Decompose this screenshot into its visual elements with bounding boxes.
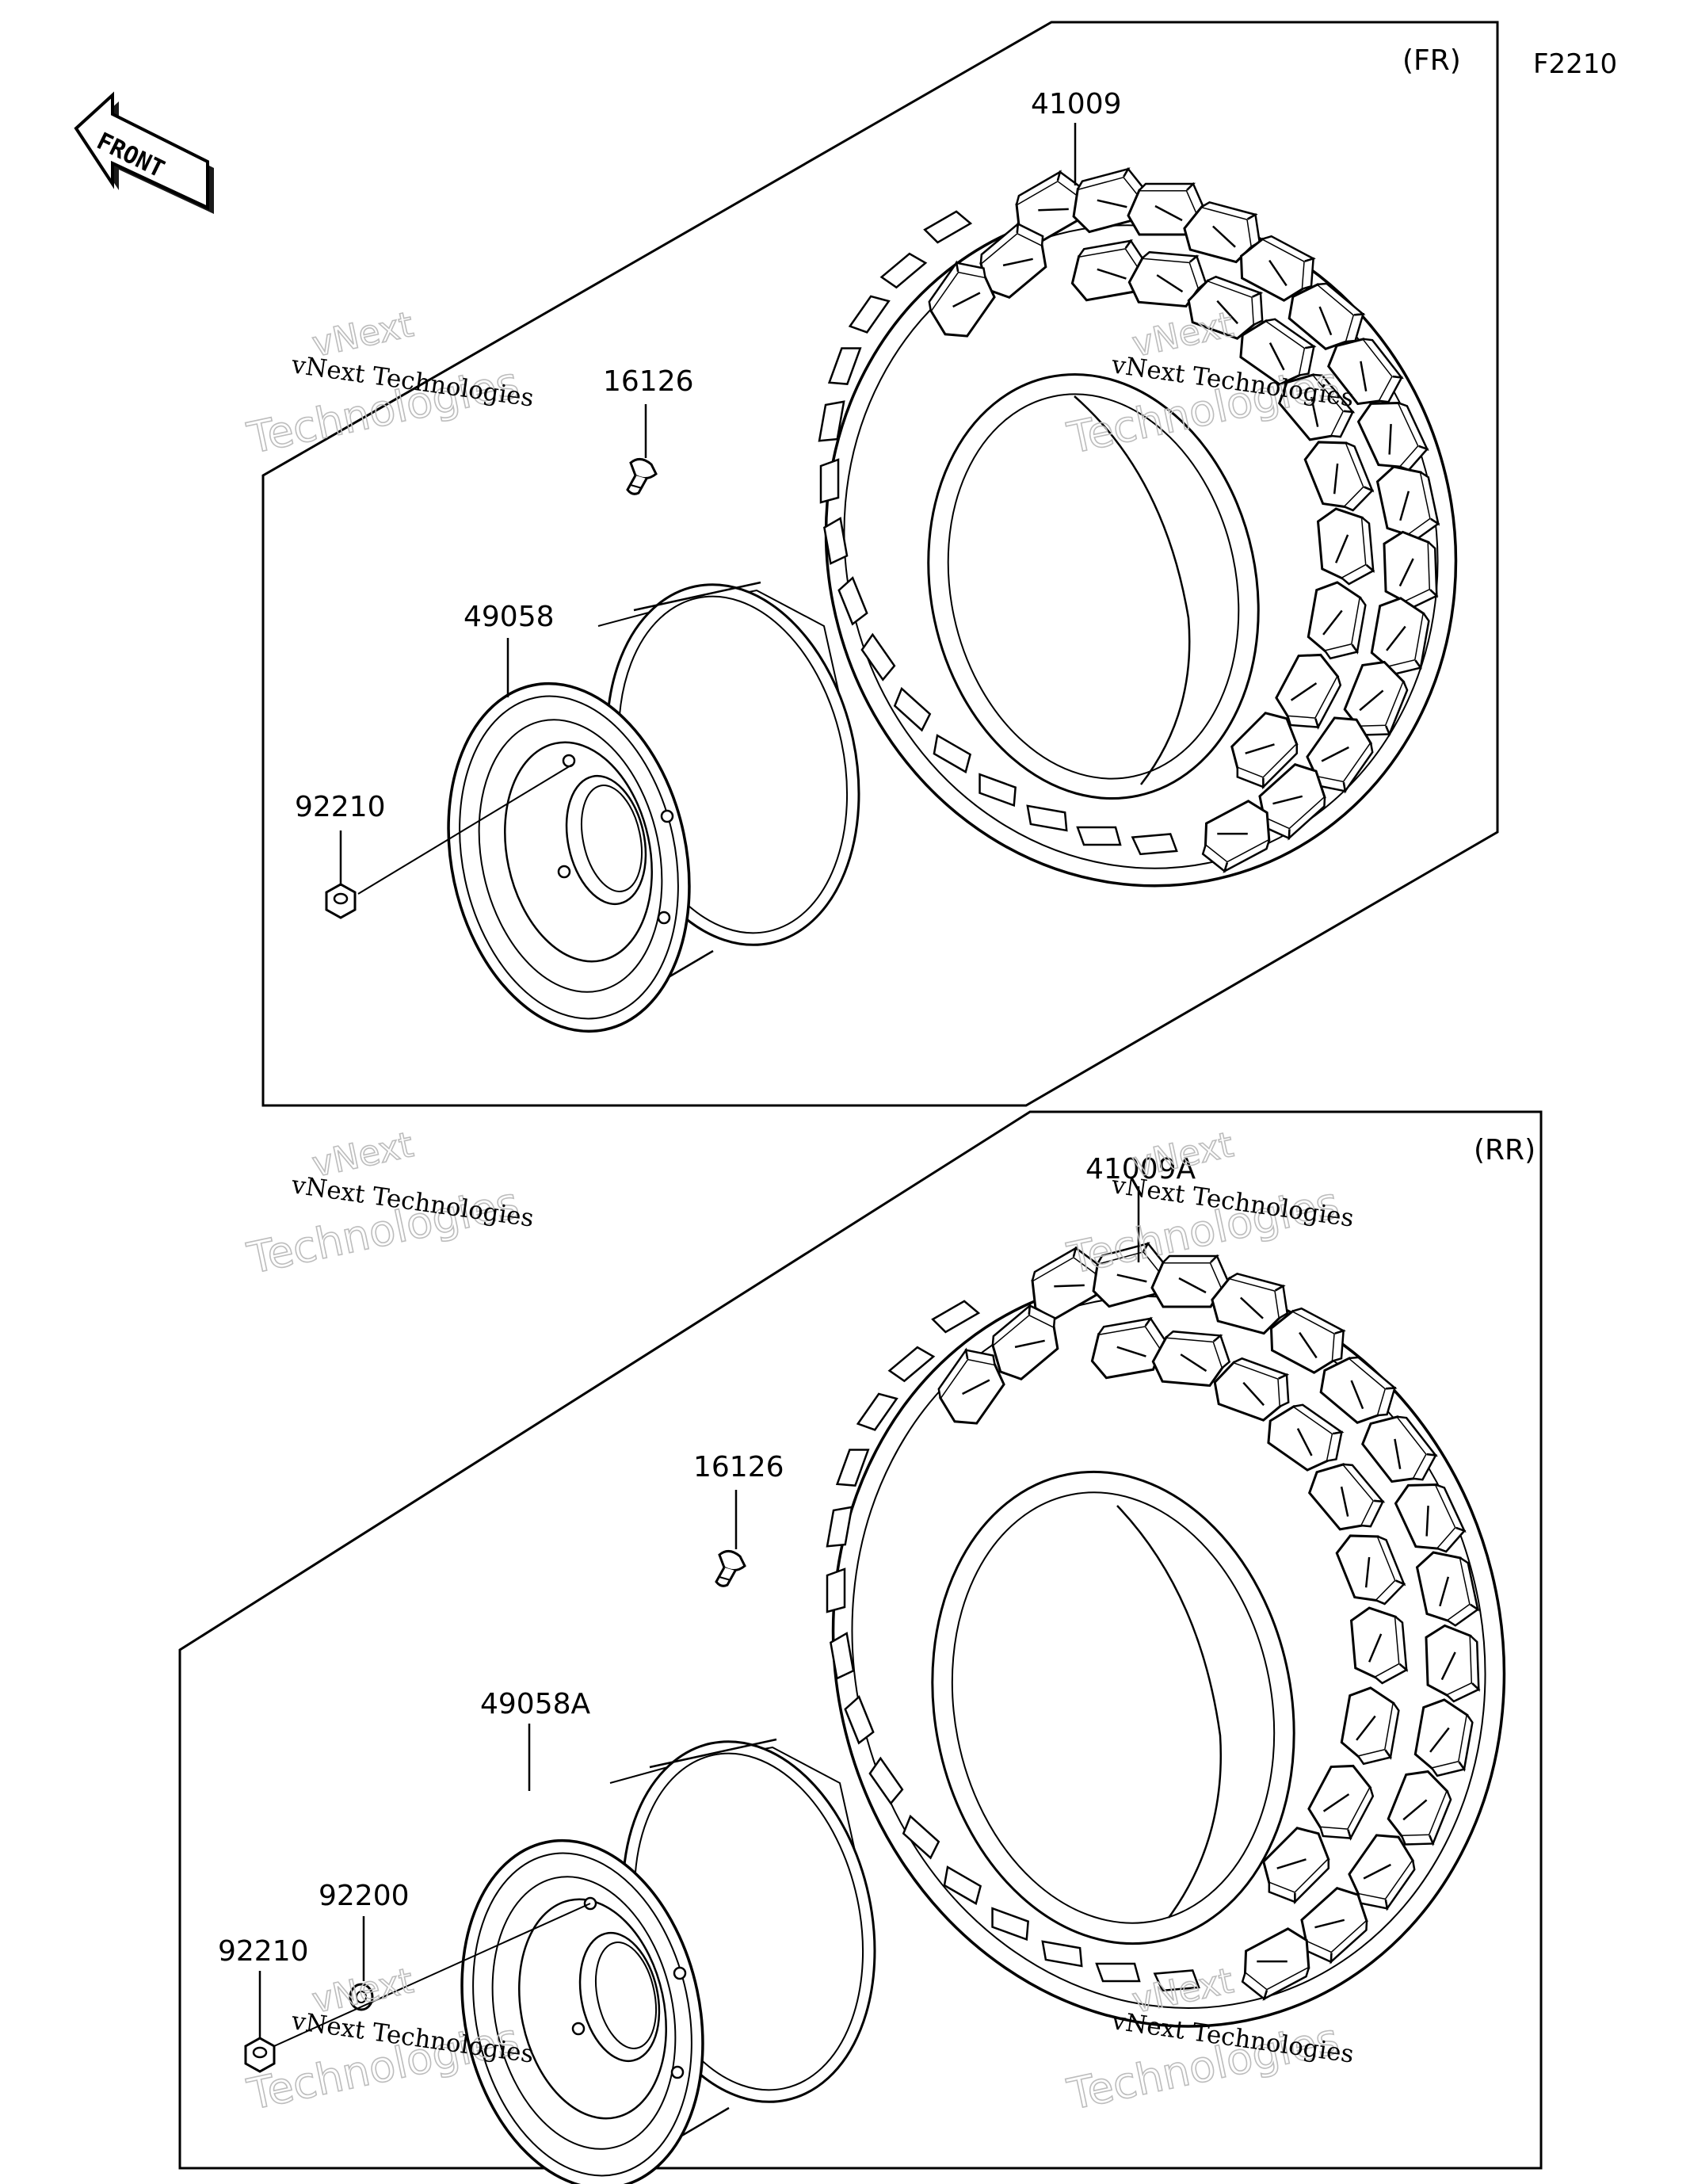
callout-16126-front: 16126 (603, 365, 694, 398)
rear-section: (RR) (178, 1110, 1543, 2184)
callout-92200: 92200 (319, 1880, 410, 1912)
rear-washer-icon (349, 1983, 374, 2011)
front-nut-icon (325, 883, 357, 919)
callout-41009: 41009 (1031, 88, 1122, 120)
callout-92210-front: 92210 (295, 791, 386, 823)
rear-valve-icon (715, 1549, 746, 1587)
front-tire (818, 165, 1458, 888)
callout-49058: 49058 (464, 601, 555, 633)
front-wheel (447, 581, 860, 1033)
callout-49058a: 49058A (480, 1688, 591, 1720)
rear-section-frame (178, 1110, 1543, 2170)
front-valve-icon (626, 457, 658, 495)
rear-tire (826, 1239, 1506, 2028)
watermark-1: vNext Technologies vNext Technologies (242, 304, 536, 464)
watermark-3: vNext Technologies vNext Technologies (242, 1124, 536, 1284)
callout-16126-rear: 16126 (693, 1451, 784, 1483)
front-section: (FR) (261, 21, 1499, 1107)
callout-41009a: 41009A (1085, 1153, 1196, 1186)
rear-nut-axis (273, 1903, 591, 2047)
front-section-frame (261, 21, 1499, 1107)
front-arrow-icon: FRONT (74, 91, 214, 214)
front-nut-axis (357, 764, 573, 895)
front-section-tag: (FR) (1402, 44, 1461, 77)
figure-code: F2210 (1533, 48, 1617, 80)
rear-section-tag: (RR) (1474, 1134, 1535, 1166)
callout-92210-rear: 92210 (218, 1935, 309, 1968)
rear-wheel (460, 1738, 876, 2184)
